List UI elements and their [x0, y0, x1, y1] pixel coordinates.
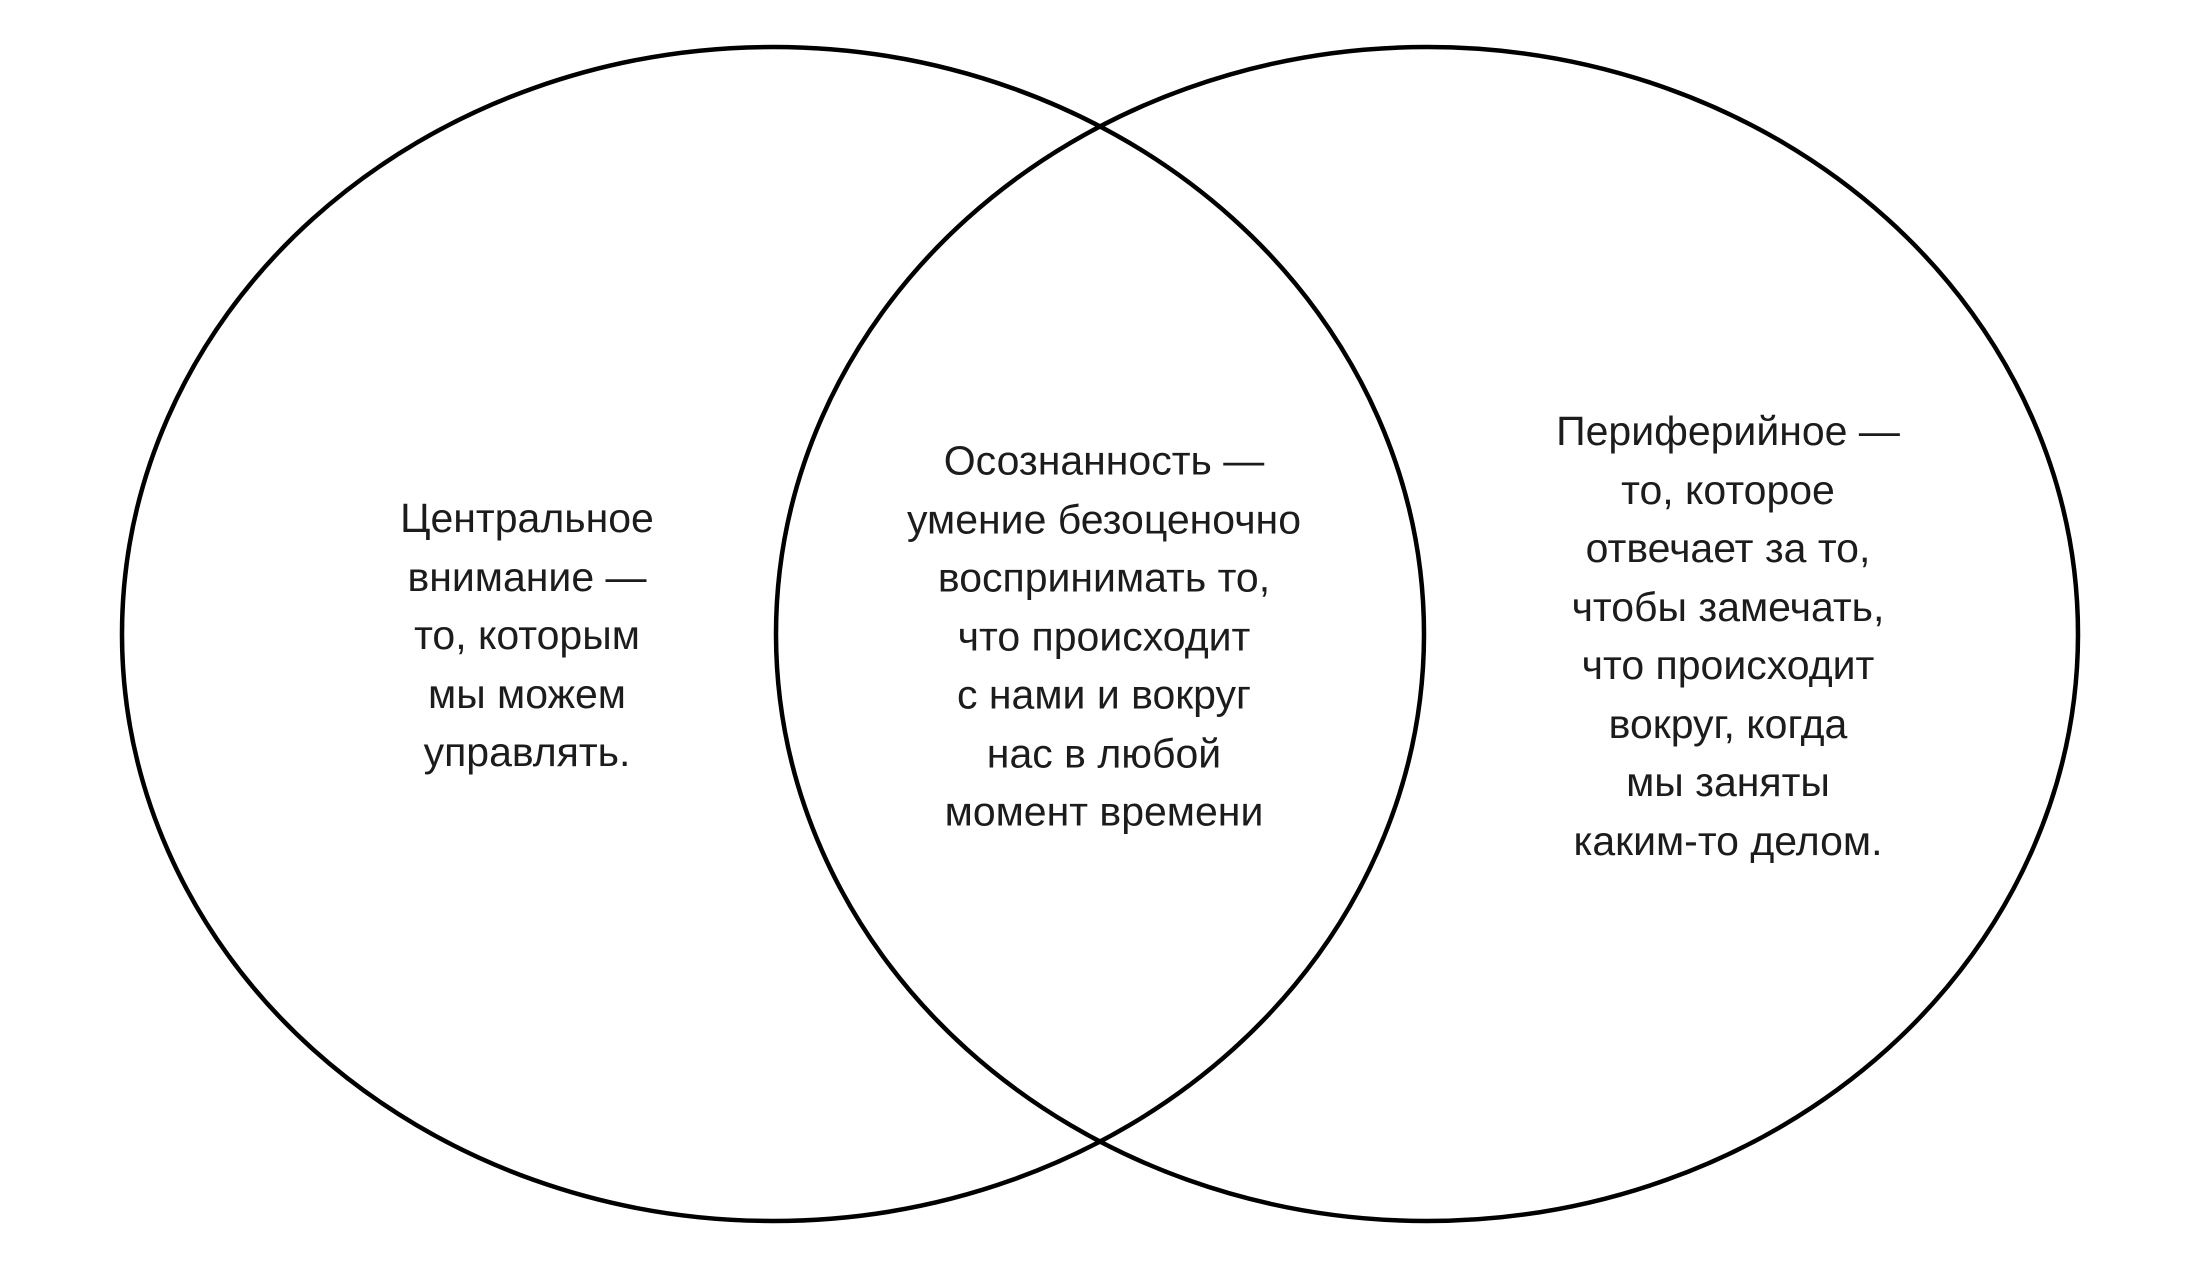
left-set-label: Центральное внимание — то, которым мы мо…: [400, 494, 654, 775]
right-set-ellipse: [773, 44, 2081, 1224]
right-set-label: Периферийное — то, которое отвечает за т…: [1556, 408, 1900, 864]
left-set-ellipse: [119, 44, 1427, 1224]
intersection-label: Осознанность — умение безоценочно воспри…: [906, 437, 1302, 835]
